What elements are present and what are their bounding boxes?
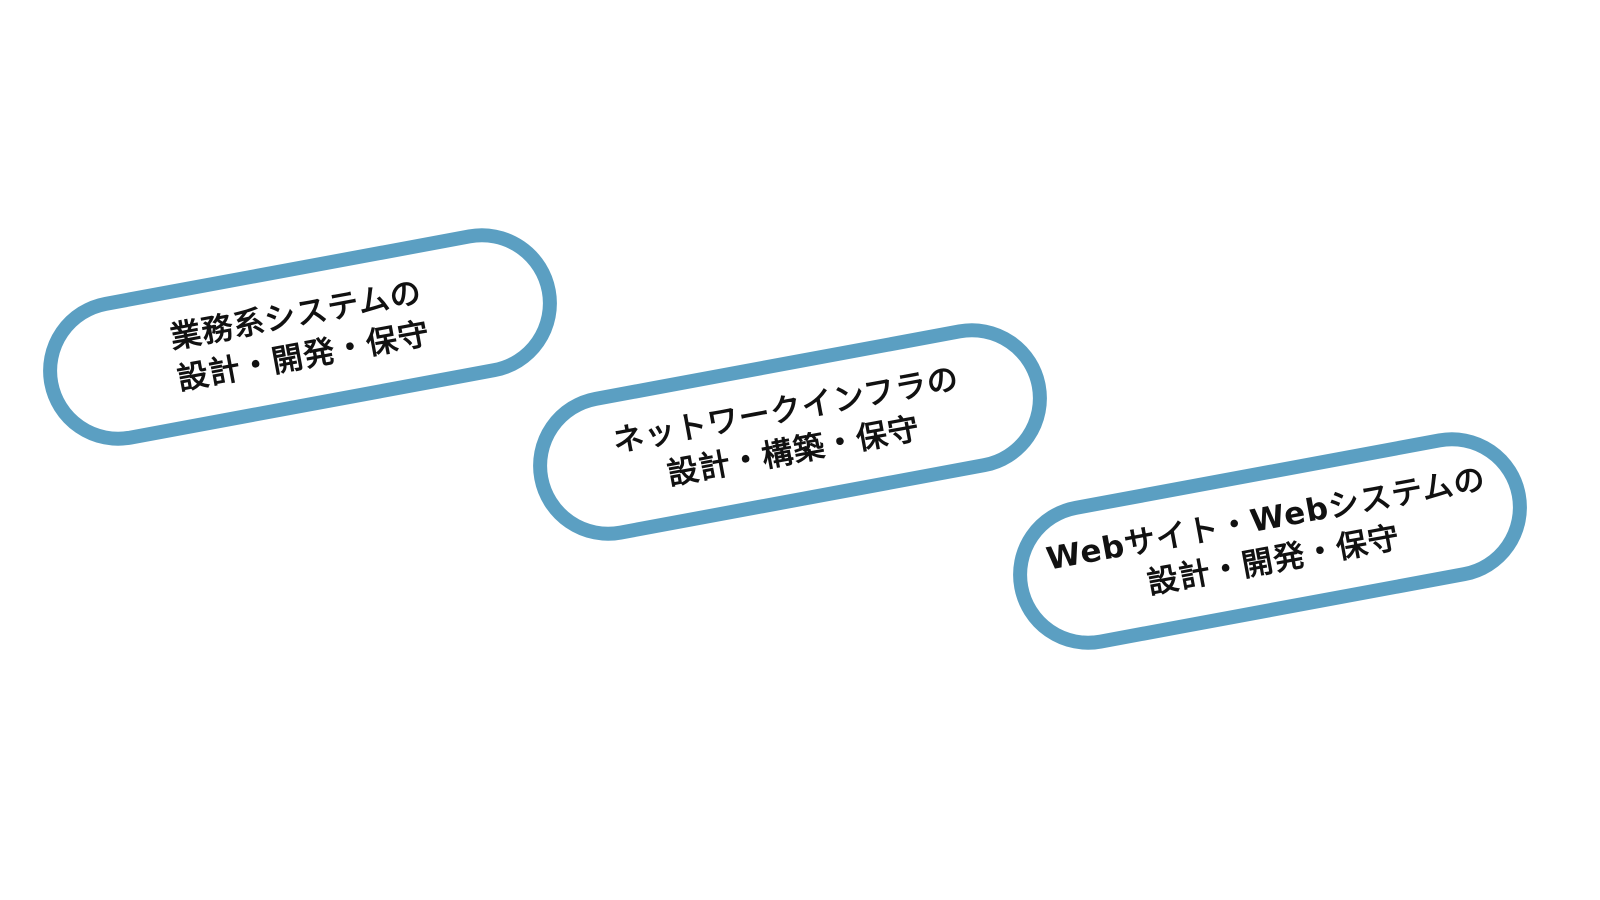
service-pill-web-systems: Webサイト・Webシステムの 設計・開発・保守	[1000, 419, 1540, 663]
service-pill-business-systems: 業務系システムの 設計・開発・保守	[30, 215, 570, 459]
service-pill-network-infrastructure: ネットワークインフラの 設計・構築・保守	[520, 310, 1060, 554]
